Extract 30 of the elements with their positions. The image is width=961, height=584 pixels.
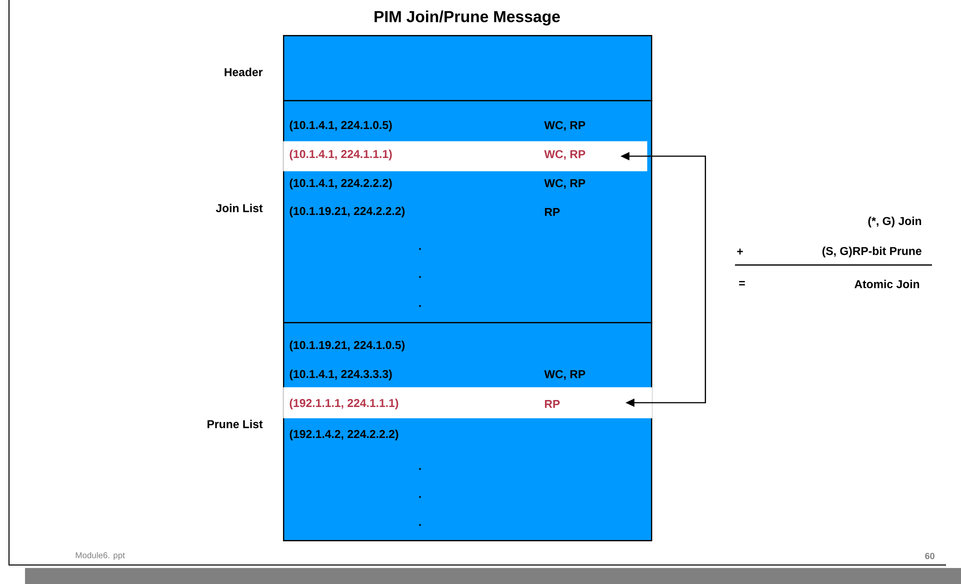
operator-sign: + (737, 248, 743, 254)
message-section: Header (224, 35, 652, 102)
page-number: 60 (925, 552, 934, 560)
node-label: Header (224, 68, 263, 76)
highlighted-row: (192.1.1.1, 224.1.1.1) RP (283, 387, 652, 418)
row-text: (10.1.19.21, 224.2.2.2) (290, 206, 405, 218)
ellipsis-dot: . (419, 305, 421, 307)
ellipsis-dot: . (419, 524, 421, 526)
row-text: (10.1.4.1, 224.1.0.5) (290, 120, 392, 132)
flag-text: RP (544, 208, 560, 216)
title: PIM Join/Prune Message (374, 10, 560, 26)
ellipsis-dot: . (419, 248, 421, 250)
node-label: (192.1.1.1, 224.1.1.1) (290, 398, 398, 410)
ellipsis-dot: . (419, 468, 421, 470)
file-name: Module6. ppt (76, 552, 125, 560)
row-text: (192.1.4.2, 224.2.2.2) (290, 430, 398, 440)
node-label: RP (544, 400, 560, 408)
ellipsis-dot: . (419, 496, 421, 498)
operator-sign: = (739, 281, 745, 286)
formula-text: Atomic Join (854, 280, 920, 288)
node-label: Prune List (208, 420, 263, 428)
node-label: Join List (216, 204, 263, 212)
node-label: (10.1.4.1, 224.1.1.1) (290, 150, 392, 160)
row-text: (10.1.19.21, 224.1.0.5) (290, 340, 405, 352)
ellipsis-dot: . (419, 276, 421, 278)
formula-text: (S, G)RP-bit Prune (822, 246, 922, 258)
flag-text: WC, RP (544, 121, 586, 131)
highlighted-row: (10.1.4.1, 224.1.1.1) WC, RP (283, 141, 648, 172)
formula-text: (*, G) Join (868, 216, 922, 228)
node-label: WC, RP (544, 150, 586, 160)
